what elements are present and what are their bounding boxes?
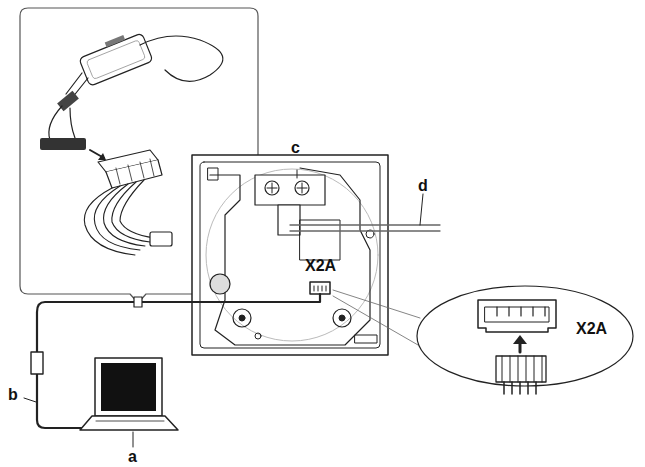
cable-ferrite bbox=[31, 352, 43, 374]
x2a-socket bbox=[310, 282, 330, 294]
insert-arrow-head bbox=[513, 335, 527, 344]
zoom-leader bbox=[333, 290, 420, 345]
leader-line bbox=[420, 194, 423, 225]
ribbon-plug bbox=[150, 232, 172, 246]
laptop bbox=[80, 358, 178, 430]
leader-line bbox=[133, 432, 134, 447]
callout-letter: c bbox=[291, 139, 300, 157]
x2a-plug-detail bbox=[496, 356, 546, 394]
back-plate bbox=[192, 155, 388, 355]
x2a-pins bbox=[314, 286, 326, 291]
insert-arrow bbox=[519, 343, 522, 352]
pc-cable bbox=[37, 294, 320, 428]
zoom-ellipse bbox=[417, 286, 633, 386]
mating-arrow-head bbox=[98, 153, 106, 160]
connector-name: X2A bbox=[576, 320, 607, 338]
split-connector bbox=[40, 138, 86, 150]
x2a-socket-detail bbox=[478, 300, 556, 332]
split-wires bbox=[49, 106, 75, 140]
callout-letter: d bbox=[418, 177, 428, 195]
ribbon-cable bbox=[84, 180, 155, 255]
wire-d bbox=[290, 225, 440, 231]
connector-name: X2A bbox=[305, 257, 336, 275]
adapter-cable bbox=[140, 36, 223, 81]
harness-connector bbox=[98, 150, 162, 188]
leader-line bbox=[24, 398, 36, 402]
cable-joint bbox=[134, 297, 142, 307]
leader-line bbox=[297, 170, 298, 178]
callout-letter: b bbox=[8, 386, 18, 404]
callout-letter: a bbox=[128, 448, 137, 466]
